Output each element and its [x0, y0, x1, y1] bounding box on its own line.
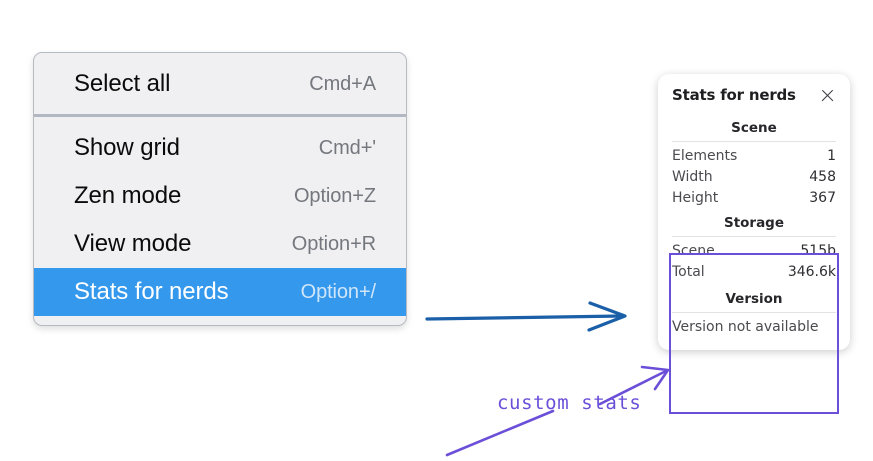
- close-icon[interactable]: [819, 87, 836, 104]
- stat-label: Height: [672, 189, 719, 206]
- menu-item-shortcut: Cmd+': [318, 136, 376, 159]
- stat-row-scene-storage: Scene 515b: [672, 240, 836, 261]
- stat-label: Width: [672, 168, 713, 185]
- menu-item-stats-for-nerds[interactable]: Stats for nerds Option+/: [34, 268, 406, 316]
- menu-separator: [34, 114, 406, 117]
- menu-item-label: View mode: [74, 230, 192, 257]
- stat-label: Elements: [672, 147, 738, 164]
- section-divider: [672, 141, 836, 142]
- section-header-version: Version: [725, 291, 783, 307]
- stat-value: 346.6k: [787, 263, 836, 280]
- menu-item-shortcut: Option+R: [291, 232, 376, 255]
- stat-value: 1: [827, 147, 836, 164]
- menu-item-shortcut: Option+Z: [293, 184, 376, 207]
- stats-panel-title: Stats for nerds: [672, 86, 796, 104]
- menu-item-label: Zen mode: [74, 182, 182, 209]
- menu-item-select-all[interactable]: Select all Cmd+A: [34, 60, 406, 108]
- section-header-storage: Storage: [723, 215, 785, 231]
- stat-row-elements: Elements 1: [672, 145, 836, 166]
- menu-item-shortcut: Option+/: [300, 280, 376, 303]
- version-value: Version not available: [672, 319, 819, 335]
- stat-value: 367: [809, 189, 836, 206]
- section-divider: [672, 236, 836, 237]
- menu-item-zen-mode[interactable]: Zen mode Option+Z: [34, 172, 406, 220]
- stat-label: Total: [672, 263, 705, 280]
- menu-item-label: Select all: [74, 70, 171, 97]
- stats-for-nerds-panel: Stats for nerds Scene Elements 1 Width 4…: [658, 74, 850, 350]
- menu-item-shortcut: Cmd+A: [309, 72, 376, 95]
- menu-item-show-grid[interactable]: Show grid Cmd+': [34, 124, 406, 172]
- section-header-scene: Scene: [731, 120, 777, 136]
- stat-value: 458: [809, 168, 836, 185]
- stat-label: Scene: [672, 242, 715, 259]
- context-menu[interactable]: Select all Cmd+A Show grid Cmd+' Zen mod…: [33, 52, 407, 326]
- purple-tail-stroke: [445, 409, 555, 457]
- stat-row-height: Height 367: [672, 187, 836, 208]
- menu-item-view-mode[interactable]: View mode Option+R: [34, 220, 406, 268]
- stats-panel-titlebar: Stats for nerds: [672, 86, 836, 104]
- stat-value: 515b: [800, 242, 836, 259]
- stat-row-total-storage: Total 346.6k: [672, 261, 836, 282]
- blue-arrow-icon: [425, 301, 627, 332]
- custom-stats-annotation-label: custom stats: [497, 392, 642, 414]
- section-divider: [672, 312, 836, 313]
- stat-row-width: Width 458: [672, 166, 836, 187]
- menu-item-label: Show grid: [74, 134, 180, 161]
- menu-item-label: Stats for nerds: [74, 278, 229, 305]
